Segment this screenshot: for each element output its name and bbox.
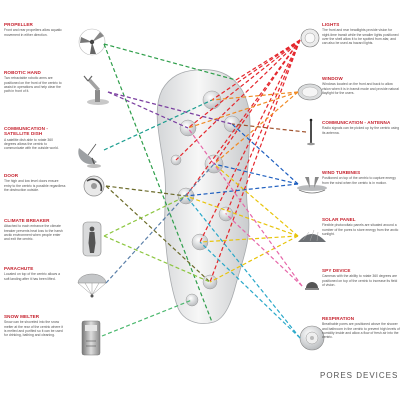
connector-line (225, 213, 303, 287)
device-antenna: COMMUNICATION - ANTENNA Radio signals ca… (322, 120, 400, 135)
device-title: PROPELLER (4, 22, 33, 27)
connector-line (213, 163, 299, 237)
device-desc: Cameras with the ability to rotate 360 d… (322, 274, 398, 287)
connector-line (185, 195, 301, 339)
connector-line (199, 235, 299, 243)
device-desc: The front and rear headlights provide vi… (322, 28, 399, 45)
device-snow-melter: SNOW MELTER Snow can be shoveled into th… (4, 314, 66, 337)
device-robotic-hand: ROBOTIC HAND Two retractable robotic arm… (4, 70, 66, 93)
device-desc: Windows located on the front and back to… (322, 82, 399, 95)
climate-breaker-icon (82, 221, 102, 257)
device-desc: Breathable pores are positioned above th… (322, 322, 400, 339)
device-respiration: RESPIRATION Breathable pores are positio… (322, 316, 400, 339)
parachute-icon (77, 273, 107, 298)
device-desc: Two retractable robotic arms are positio… (4, 76, 62, 93)
device-desc: Front and rear propellers allow aquatic … (4, 28, 62, 37)
footer-title: PORES DEVICES (320, 371, 399, 380)
device-wind-turbines: WIND TURBINES Positioned on top of the c… (322, 170, 400, 185)
connector-line (213, 163, 299, 185)
device-desc: Snow can be shoveled into the snow melte… (4, 320, 63, 337)
device-desc: A satellite dish able to rotate 360 degr… (4, 137, 59, 150)
device-window: WINDOW Windows located on the front and … (322, 76, 400, 95)
connector-line (213, 91, 299, 165)
connector-line (185, 195, 299, 237)
solar-panel-icon (298, 229, 326, 242)
connector-line (105, 185, 187, 197)
spy-device-icon (305, 282, 319, 290)
connector-line (209, 39, 301, 283)
device-desc: Flexible photovoltaic panels are situate… (322, 223, 399, 236)
connector-line (209, 235, 299, 283)
connector-line (213, 39, 301, 165)
lights-icon (300, 28, 320, 48)
connector-line (231, 123, 299, 185)
connector-line (101, 299, 193, 337)
door-icon (83, 175, 105, 197)
device-title: SNOW MELTER (4, 314, 40, 319)
device-title: CLIMATE BREAKER (4, 218, 50, 223)
connector-line (185, 183, 299, 197)
device-door: DOOR The high and low level doors ensure… (4, 173, 66, 192)
robotic-hand-icon (83, 75, 109, 105)
connector-line (175, 39, 301, 161)
device-desc: Positioned on top of the centric to capt… (322, 176, 396, 185)
device-desc: Located on top of the centric allows a s… (4, 272, 60, 281)
connector-line (211, 39, 301, 101)
device-spy-device: SPY DEVICE Cameras with the ability to r… (322, 268, 400, 287)
connector-line (105, 185, 211, 283)
device-desc: Radio signals can be picked up by the ce… (322, 126, 400, 135)
device-title: SPY DEVICE (322, 268, 351, 273)
connector-line (103, 43, 237, 81)
device-climate-breaker: CLIMATE BREAKER Attached to each entranc… (4, 218, 66, 241)
snow-melter-icon (81, 320, 101, 356)
connector-line (187, 39, 301, 129)
connector-line (103, 99, 213, 151)
device-title: WINDOW (322, 76, 343, 81)
device-title: COMMUNICATION - SATELLITE DISH (4, 126, 49, 137)
connector-line (211, 91, 299, 101)
device-desc: The high and low level doors ensure entr… (4, 179, 66, 192)
wind-turbine-icon (297, 177, 327, 194)
device-title: COMMUNICATION - ANTENNA (322, 120, 391, 125)
device-lights: LIGHTS The front and rear headlights pro… (322, 22, 400, 45)
device-title: DOOR (4, 173, 19, 178)
satellite-dish-icon (78, 143, 101, 168)
connector-line (199, 241, 301, 339)
connector-line (231, 123, 307, 133)
connector-line (105, 163, 215, 284)
device-parachute: PARACHUTE Located on top of the centric … (4, 266, 66, 281)
device-title: WIND TURBINES (322, 170, 361, 175)
connector-line (107, 91, 189, 129)
propeller-icon (78, 28, 106, 56)
device-title: PARACHUTE (4, 266, 34, 271)
connector-line (107, 91, 233, 125)
device-title: SOLAR PANEL (322, 217, 356, 222)
device-propeller: PROPELLER Front and rear propellers allo… (4, 22, 66, 37)
pod-body (156, 69, 251, 324)
window-icon (297, 83, 323, 101)
device-title: RESPIRATION (322, 316, 355, 321)
device-title: ROBOTIC HAND (4, 70, 41, 75)
antenna-icon (307, 118, 315, 146)
device-desc: Attached to each entrance the climate br… (4, 224, 63, 241)
connector-line (199, 39, 301, 243)
device-solar-panel: SOLAR PANEL Flexible photovoltaic panels… (322, 217, 400, 236)
connector-line (103, 195, 187, 237)
device-title: LIGHTS (322, 22, 340, 27)
connector-lines (101, 39, 307, 339)
respiration-icon (299, 325, 325, 351)
device-satellite-dish: COMMUNICATION - SATELLITE DISH A satelli… (4, 126, 66, 150)
